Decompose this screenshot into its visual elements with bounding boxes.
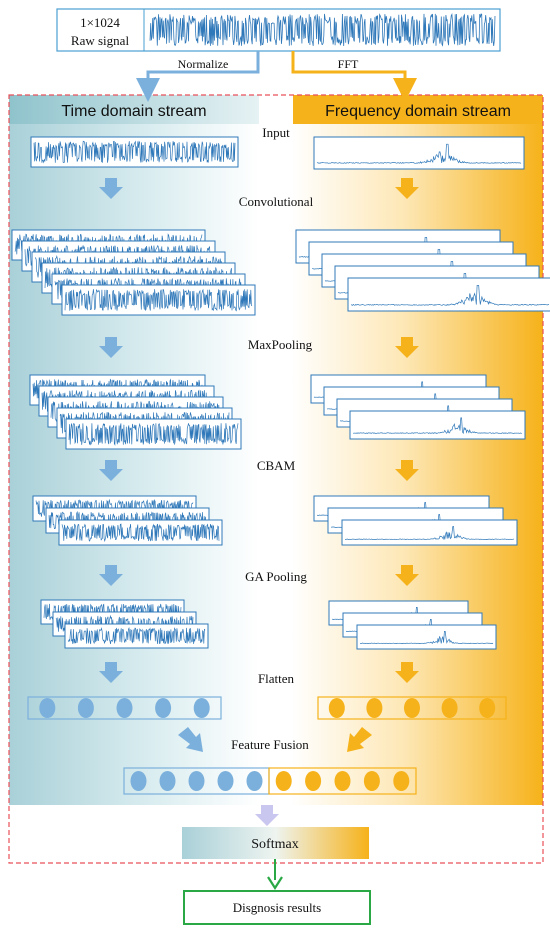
fusion-freq-part: [268, 767, 417, 795]
time-conv-panel: [61, 284, 256, 316]
vector-node: [39, 698, 56, 718]
time-fusion-arrow-icon: [178, 727, 203, 752]
frequency-domain-feature-maps: [295, 136, 550, 650]
softmax-box: [182, 827, 369, 859]
time-down-arrow-icon-5: [99, 662, 123, 683]
vector-node: [159, 771, 176, 791]
freq-down-arrow-icon-2: [395, 337, 419, 358]
freq-stream-title: Frequency domain stream: [325, 103, 511, 120]
time-stream-background: [9, 95, 259, 805]
stage-input-label: Input: [262, 125, 290, 140]
vector-node: [366, 698, 383, 718]
normalize-branch-arrow: [136, 51, 260, 102]
freq-input-panel: [313, 136, 525, 170]
vector-node: [130, 771, 147, 791]
freq-stream-header: [293, 95, 543, 124]
vector-node: [479, 698, 496, 718]
diagnosis-results-label: Disgnosis results: [233, 900, 321, 915]
vector-node: [116, 698, 133, 718]
time-stream-header: [9, 95, 259, 124]
vector-node: [77, 698, 94, 718]
freq-flatten-vector: [317, 696, 507, 720]
freq-ga-pooling-panel: [356, 624, 497, 650]
diagnosis-results-box: [183, 890, 371, 925]
time-domain-feature-maps: [11, 136, 256, 649]
time-down-arrow-icon-2: [99, 337, 123, 358]
result-arrow-head-icon: [267, 876, 283, 891]
normalize-label: Normalize: [178, 57, 229, 71]
freq-stream-background: [291, 95, 543, 805]
vector-node: [328, 698, 345, 718]
stage-convolutional-label: Convolutional: [239, 194, 314, 209]
fft-label: FFT: [338, 57, 359, 71]
time-down-arrow-icon-1: [99, 178, 123, 199]
flatten-vectors: [27, 696, 507, 720]
freq-conv-panel: [347, 277, 550, 312]
stage-feature-fusion-label: Feature Fusion: [231, 737, 309, 752]
stage-cbam-label: CBAM: [257, 458, 296, 473]
time-maxpool-panel: [65, 418, 242, 450]
fft-branch-arrow: [291, 51, 417, 102]
freq-down-arrow-icon-1: [395, 178, 419, 199]
time-input-panel: [30, 136, 239, 168]
raw-signal-waveform: [149, 13, 496, 47]
stage-arrows: [99, 178, 419, 683]
vector-node: [275, 771, 292, 791]
vector-node: [155, 698, 172, 718]
time-cbam-panel: [58, 519, 223, 546]
time-ga-pooling-panel: [64, 623, 209, 649]
fusion-time-part: [123, 767, 270, 795]
vector-node: [393, 771, 410, 791]
vector-node: [363, 771, 380, 791]
time-stream-title: Time domain stream: [61, 103, 206, 120]
feature-fusion-vector: [123, 767, 417, 795]
vector-node: [305, 771, 322, 791]
vector-node: [193, 698, 210, 718]
raw-signal-label: Raw signal: [71, 33, 130, 48]
freq-maxpool-panel: [349, 410, 526, 440]
stage-ga-pooling-label: GA Pooling: [245, 569, 307, 584]
time-down-arrow-icon-4: [99, 565, 123, 586]
vector-node: [441, 698, 458, 718]
vector-node: [404, 698, 420, 718]
stage-flatten-label: Flatten: [258, 671, 295, 686]
freq-down-arrow-icon-5: [395, 662, 419, 683]
time-flatten-vector: [27, 696, 222, 720]
time-down-arrow-icon-3: [99, 460, 123, 481]
vector-node: [246, 771, 263, 791]
freq-fusion-arrow-icon: [347, 727, 372, 752]
vector-node: [334, 771, 351, 791]
stage-maxpooling-label: MaxPooling: [248, 337, 313, 352]
freq-cbam-panel: [341, 519, 518, 546]
vector-node: [217, 771, 234, 791]
vector-node: [188, 771, 205, 791]
freq-down-arrow-icon-4: [395, 565, 419, 586]
softmax-arrow-icon: [255, 805, 279, 826]
freq-down-arrow-icon-3: [395, 460, 419, 481]
softmax-label: Softmax: [251, 837, 298, 852]
raw-signal-size: 1×1024: [80, 15, 120, 30]
